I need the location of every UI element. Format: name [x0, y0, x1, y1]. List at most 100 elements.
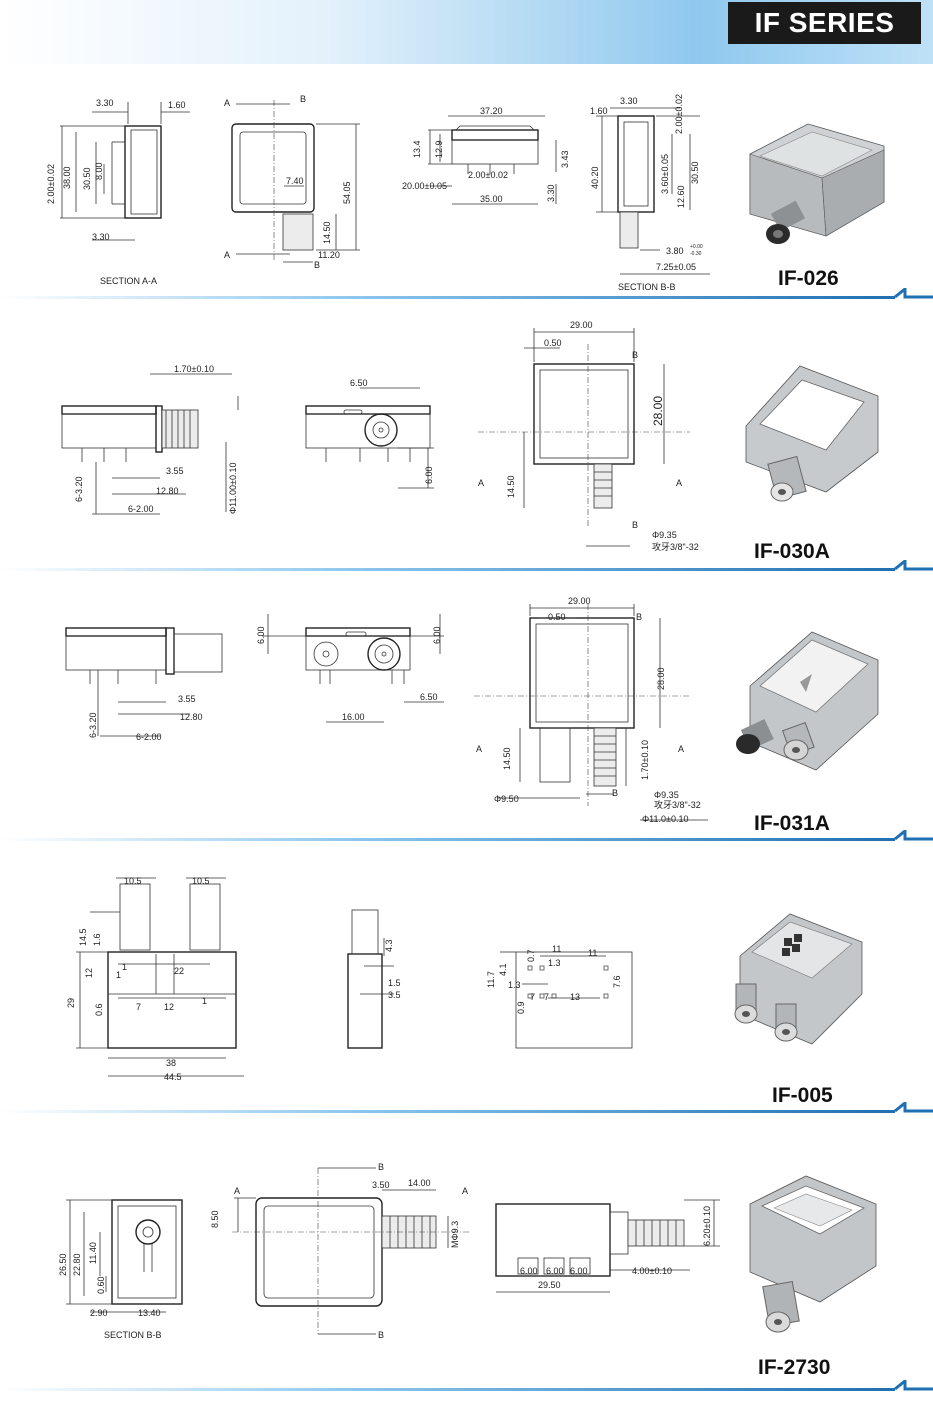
dim-label: 7.40 [286, 176, 304, 186]
dim-label: 35.00 [480, 194, 503, 204]
dim-label: 11.20 [318, 250, 340, 260]
dim-label: 7 [136, 1002, 141, 1012]
dim-label: 14.5 [78, 928, 88, 946]
section-caption: SECTION A-A [100, 276, 157, 286]
dim-label: 3.80 [666, 246, 684, 256]
dim-label: 6.50 [350, 378, 368, 388]
dim-label: 1.60 [590, 106, 608, 116]
dim-label: 26.50 [58, 1253, 68, 1276]
dim-label: 12.60 [676, 185, 686, 208]
dim-label: 29.00 [570, 320, 593, 330]
section-marker-a: A [476, 744, 482, 754]
dim-label: 16.00 [342, 712, 365, 722]
section-marker-a: A [224, 98, 230, 108]
section-marker-b: B [300, 94, 306, 104]
dim-label: 3.30 [620, 96, 638, 106]
dim-label: 2.00±0.02 [46, 164, 56, 204]
section-divider [0, 560, 933, 571]
dim-label: 攻牙3/8"-32 [652, 541, 699, 552]
dim-label: 4.1 [498, 963, 508, 976]
dim-label: 8.50 [210, 1210, 220, 1228]
dim-label: 4.3 [384, 939, 394, 952]
dim-label: 2.90 [90, 1308, 108, 1318]
section-marker-b: B [632, 520, 638, 530]
dim-label: 30.50 [82, 167, 92, 190]
dim-label: 6.00 [520, 1266, 538, 1276]
technical-drawing: 3.30 1.60 2.00±0.02 38.00 30.50 8.00 3.3… [46, 94, 885, 292]
dim-label: 6-3.20 [88, 712, 98, 738]
dim-label: 13.40 [138, 1308, 161, 1318]
dim-label: 14.50 [506, 475, 516, 498]
model-label: IF-2730 [758, 1356, 831, 1379]
dim-label: 22 [174, 966, 184, 976]
dim-label: 11 [552, 944, 561, 954]
dim-label: 7.6 [612, 975, 622, 988]
product-image [745, 365, 879, 502]
dim-label: 11.40 [88, 1242, 98, 1264]
dim-label: 1.70±0.10 [640, 740, 650, 780]
section-marker-b: B [378, 1330, 384, 1340]
dim-label: 3.50 [372, 1180, 390, 1190]
dim-label: 11 [588, 948, 597, 958]
dim-label: 6.00 [546, 1266, 564, 1276]
dim-label: 28.00 [651, 396, 665, 426]
dim-label: 6.00 [256, 626, 266, 644]
section-if-005: 10.5 10.5 14.5 1.6 12 1 1 22 29 0.6 7 12… [0, 844, 933, 1108]
dim-label: 7 [530, 992, 535, 1002]
section-marker-b: B [612, 788, 618, 798]
dim-label: 10.5 [124, 876, 142, 886]
dim-tolerance: -0.30 [690, 251, 702, 257]
model-label: IF-026 [778, 267, 839, 290]
dim-label: 6-2.00 [136, 732, 162, 742]
dim-label: 0.9 [516, 1001, 526, 1014]
dim-label: Φ9.50 [494, 794, 519, 804]
section-marker-a: A [224, 250, 230, 260]
section-if-026: 3.30 1.60 2.00±0.02 38.00 30.50 8.00 3.3… [0, 64, 933, 300]
dim-label: 22.80 [72, 1253, 82, 1276]
section-marker-b: B [378, 1162, 384, 1172]
dim-label: Φ11.00±0.10 [228, 463, 238, 515]
section-marker-a: A [678, 744, 684, 754]
dim-label: 1.6 [92, 933, 102, 946]
dim-label: 8.00 [94, 162, 104, 180]
model-label: IF-005 [772, 1084, 833, 1107]
dim-label: Φ9.35 [654, 790, 679, 800]
dim-label: 38 [166, 1058, 176, 1068]
section-marker-a: A [462, 1186, 468, 1196]
dim-label: Φ11.0±0.10 [642, 814, 689, 824]
section-divider [0, 1102, 933, 1113]
product-image [734, 913, 863, 1045]
dim-label: 14.50 [322, 221, 332, 244]
product-image [749, 1175, 877, 1333]
dim-label: 1.3 [508, 980, 521, 990]
dim-label: 30.50 [690, 161, 700, 184]
dim-label: 6.20±0.10 [702, 1206, 712, 1246]
dim-label: 1.5 [388, 978, 401, 988]
dim-label: 1.60 [168, 100, 186, 110]
dim-label: 3.55 [166, 466, 184, 476]
section-divider [0, 830, 933, 841]
dim-label: 29.00 [568, 596, 591, 606]
section-marker-a: A [478, 478, 484, 488]
dim-label: 2.00±0.02 [468, 170, 508, 180]
dim-label: 6.50 [420, 692, 438, 702]
product-image [736, 631, 879, 771]
product-image [749, 123, 885, 244]
dim-label: 29.50 [538, 1280, 561, 1290]
dim-label: 12 [164, 1002, 174, 1012]
section-divider [0, 288, 933, 299]
dim-label: 29 [66, 998, 76, 1008]
dim-label: 3.55 [178, 694, 196, 704]
section-marker-b: B [632, 350, 638, 360]
dim-label: 12.9 [434, 140, 444, 158]
dim-label: 12 [84, 968, 94, 978]
dim-label: 14.00 [408, 1178, 431, 1188]
dim-label: 2.00±0.02 [674, 94, 684, 134]
section-caption: SECTION B-B [104, 1330, 162, 1340]
dim-label: 6.00 [424, 466, 434, 484]
section-caption: SECTION B-B [618, 282, 676, 292]
dim-label: 38.00 [62, 166, 72, 189]
dim-tolerance: +0.00 [690, 244, 703, 250]
dim-label: 4.00±0.10 [632, 1266, 672, 1276]
dim-label: 54.05 [342, 181, 352, 204]
